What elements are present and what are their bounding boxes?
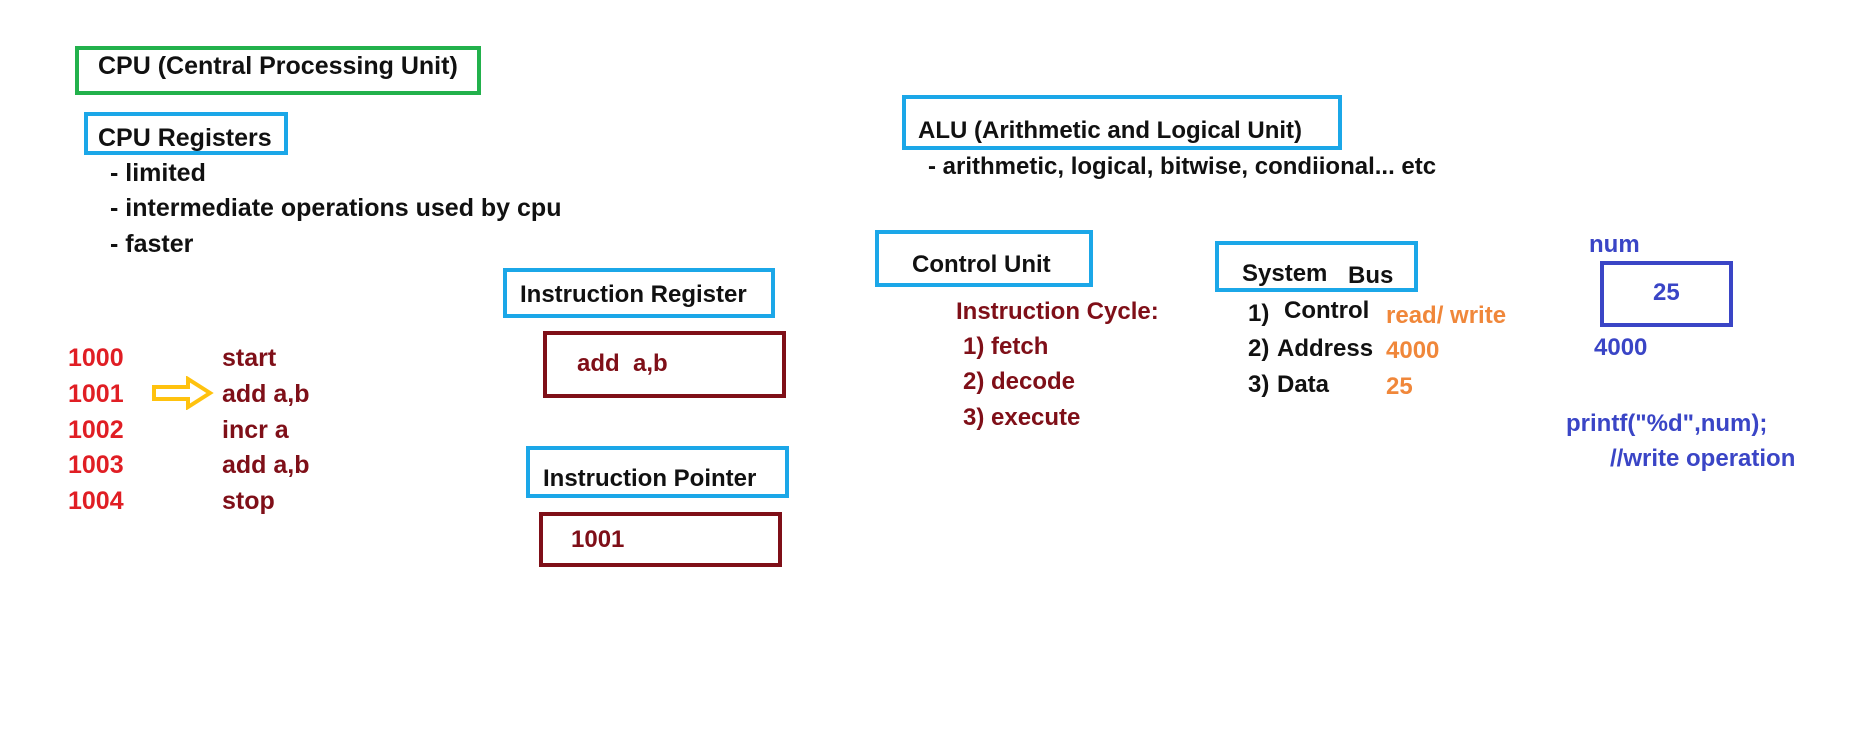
control-unit-title-box [875, 230, 1093, 287]
memory-instruction: add a,b [222, 451, 310, 479]
variable-value-box [1600, 261, 1733, 327]
instruction-pointer-value: 1001 [571, 526, 625, 553]
memory-address: 1002 [68, 416, 124, 444]
bus-line-number: 3) [1248, 371, 1270, 398]
bus-line-value: 4000 [1386, 337, 1440, 364]
system-bus-title-left: System [1242, 260, 1328, 287]
memory-address: 1004 [68, 487, 124, 515]
system-bus-title-box [1215, 241, 1418, 292]
variable-address: 4000 [1594, 334, 1648, 361]
bus-line-label: Address [1277, 335, 1374, 362]
system-bus-title-right: Bus [1348, 262, 1394, 289]
registers-title: CPU Registers [98, 124, 272, 152]
memory-instruction: stop [222, 487, 275, 515]
memory-address: 1003 [68, 451, 124, 479]
code-comment: //write operation [1610, 445, 1796, 472]
code-line: printf("%d",num); [1566, 410, 1768, 437]
registers-item: - intermediate operations used by cpu [110, 194, 562, 222]
instruction-pointer-title: Instruction Pointer [543, 465, 757, 492]
bus-line-label: Control [1284, 297, 1370, 324]
instruction-cycle-step: 2) decode [963, 368, 1076, 395]
instruction-register-value: add a,b [577, 350, 668, 377]
alu-title: ALU (Arithmetic and Logical Unit) [918, 117, 1302, 144]
memory-instruction: incr a [222, 416, 289, 444]
registers-item: - faster [110, 230, 194, 258]
bus-line-value: read/ write [1386, 302, 1507, 329]
instruction-pointer-title-box [526, 446, 789, 498]
instruction-register-title: Instruction Register [520, 281, 747, 308]
variable-value: 25 [1653, 279, 1680, 306]
memory-address: 1001 [68, 380, 124, 408]
instruction-cycle-title: Instruction Cycle: [956, 298, 1159, 325]
memory-instruction: start [222, 344, 277, 372]
bus-line-number: 2) [1248, 335, 1270, 362]
control-unit-title: Control Unit [912, 251, 1051, 278]
instruction-register-value-box [543, 331, 786, 398]
arrow-right-icon [152, 376, 214, 410]
bus-line-label: Data [1277, 371, 1330, 398]
registers-item: - limited [110, 159, 206, 187]
cpu-title-box [75, 46, 481, 95]
alu-title-box [902, 95, 1342, 150]
memory-address: 1000 [68, 344, 124, 372]
bus-line-number: 1) [1248, 300, 1270, 327]
memory-instruction: add a,b [222, 380, 310, 408]
cpu-title: CPU (Central Processing Unit) [98, 52, 458, 80]
instruction-pointer-value-box [539, 512, 782, 567]
alu-description: - arithmetic, logical, bitwise, condiion… [928, 153, 1437, 180]
instruction-cycle-step: 3) execute [963, 404, 1081, 431]
registers-title-box [84, 112, 288, 155]
instruction-cycle-step: 1) fetch [963, 333, 1049, 360]
bus-line-value: 25 [1386, 373, 1413, 400]
variable-name: num [1589, 231, 1640, 258]
instruction-register-title-box [503, 268, 775, 318]
